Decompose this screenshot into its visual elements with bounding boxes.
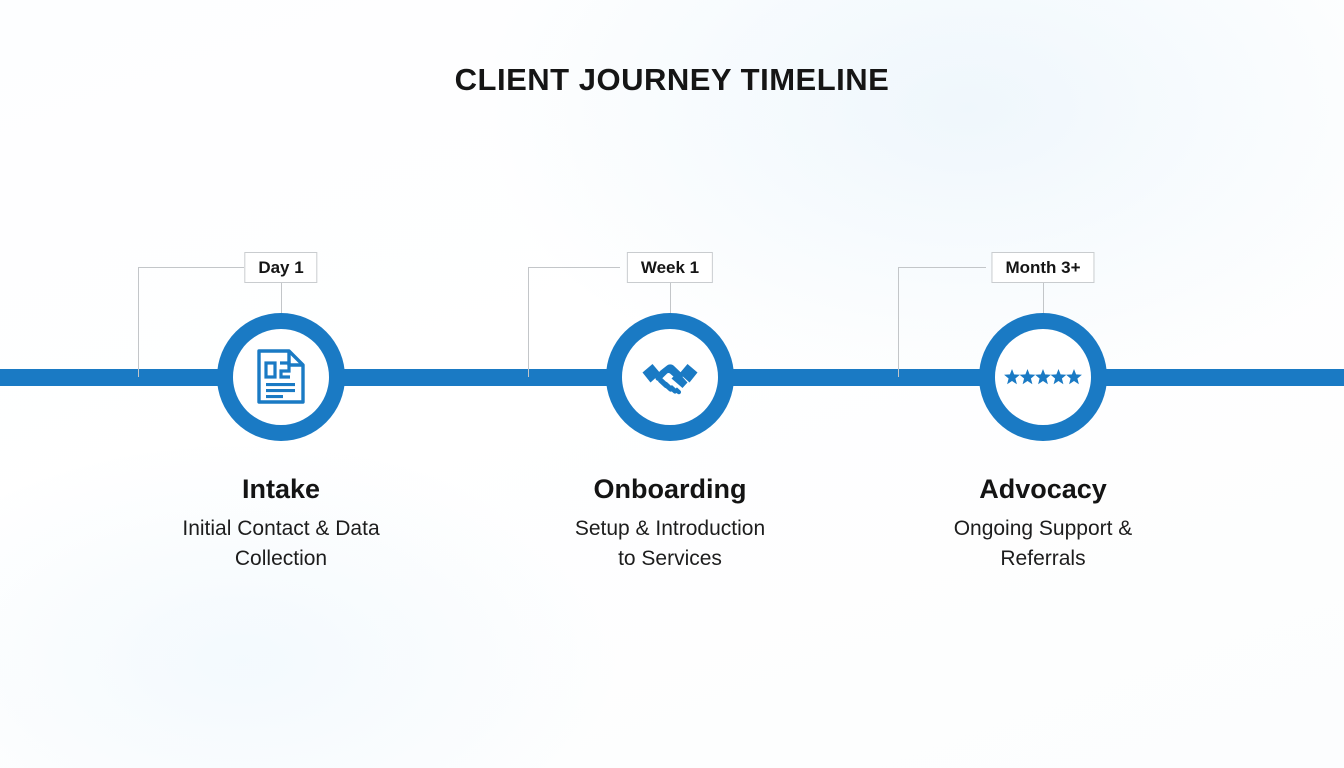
stage-circle-onboarding[interactable]	[606, 313, 734, 441]
handshake-icon	[640, 354, 700, 400]
stage-icon-wrap	[622, 329, 718, 425]
stage-description-onboarding: Setup & Introduction to Services	[520, 514, 820, 574]
connector-vertical-left	[898, 267, 899, 377]
connector-vertical-left	[138, 267, 139, 377]
stage-title-advocacy: Advocacy	[979, 474, 1107, 504]
stage-description-line-2: Collection	[234, 547, 328, 570]
stage-description-line-1: Initial Contact & Data	[182, 517, 380, 540]
connector-vertical-drop	[281, 283, 282, 315]
connector-vertical-left	[528, 267, 529, 377]
stage-description-line-1: Ongoing Support &	[953, 517, 1133, 540]
date-label-month-3-plus[interactable]: Month 3+	[991, 252, 1095, 283]
document-icon	[256, 349, 306, 405]
connector-vertical-drop	[670, 283, 671, 315]
five-stars-icon	[1004, 368, 1082, 386]
stage-description-line-2: Referrals	[1000, 547, 1086, 570]
stage-title-intake: Intake	[241, 474, 321, 504]
stage-circle-intake[interactable]	[217, 313, 345, 441]
stage-circle-advocacy[interactable]	[979, 313, 1107, 441]
stage-description-line-2: to Services	[618, 547, 722, 570]
connector-horizontal	[898, 267, 986, 268]
stage-title-onboarding: Onboarding	[593, 474, 747, 504]
date-label-week-1[interactable]: Week 1	[626, 252, 714, 283]
connector-vertical-drop	[1043, 283, 1044, 315]
stage-description-advocacy: Ongoing Support & Referrals	[893, 514, 1193, 574]
date-label-day-1[interactable]: Day 1	[244, 252, 318, 283]
stage-icon-wrap	[233, 329, 329, 425]
connector-horizontal	[528, 267, 620, 268]
stage-icon-wrap	[995, 329, 1091, 425]
stage-description-intake: Initial Contact & Data Collection	[131, 514, 431, 574]
stage-description-line-1: Setup & Introduction	[574, 517, 766, 540]
connector-horizontal	[138, 267, 244, 268]
page-title: CLIENT JOURNEY TIMELINE	[454, 62, 890, 97]
